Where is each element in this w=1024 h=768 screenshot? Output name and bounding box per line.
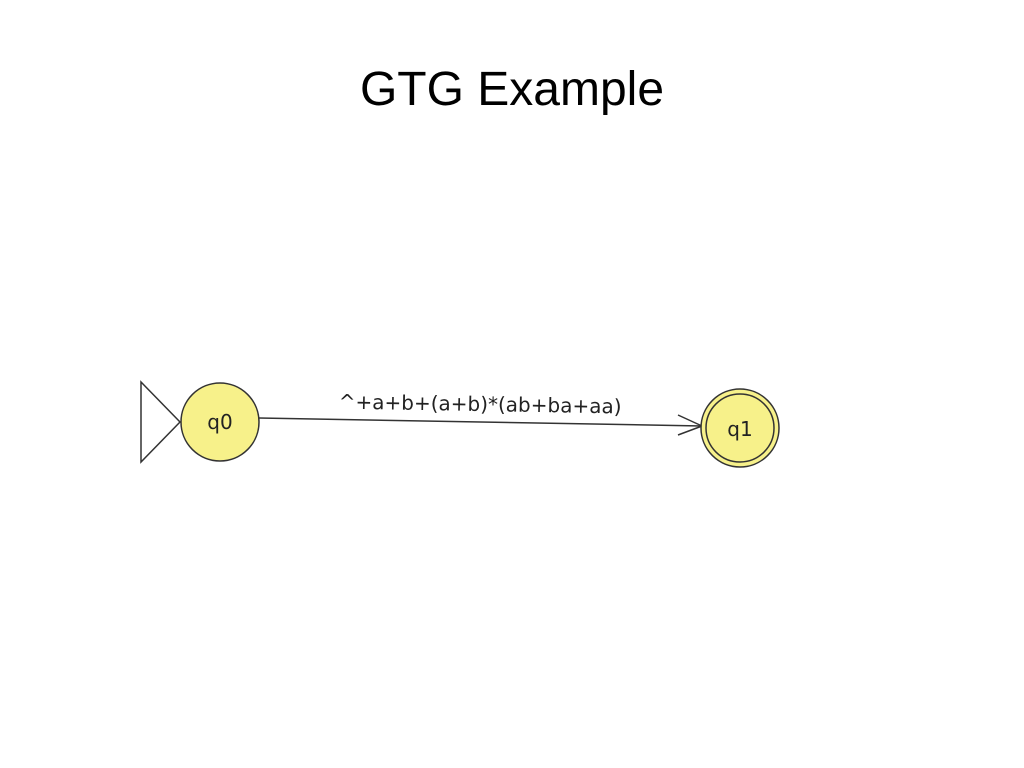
transition-label: ^+a+b+(a+b)*(ab+ba+aa) xyxy=(339,390,622,419)
slide-title: GTG Example xyxy=(359,63,665,116)
initial-state-marker xyxy=(140,380,182,464)
state-q0-circle xyxy=(180,382,260,462)
transition-edge xyxy=(258,417,703,427)
state-q1-inner-circle xyxy=(705,393,775,463)
state-q1-label: q1 xyxy=(727,417,752,441)
state-q0: q0 xyxy=(180,382,260,462)
state-q1: q1 xyxy=(700,388,780,468)
state-q0-label: q0 xyxy=(207,410,232,434)
